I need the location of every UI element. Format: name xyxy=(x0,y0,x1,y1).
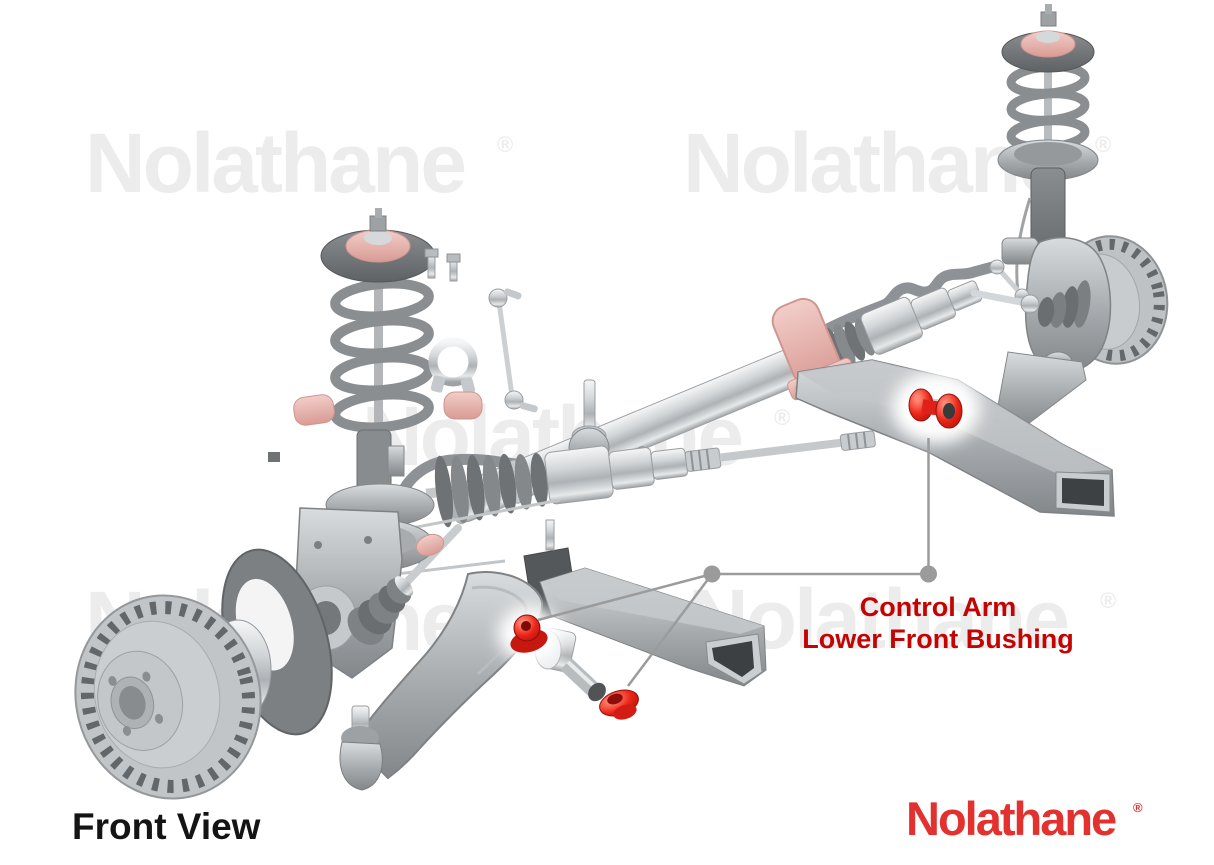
watermark-text: Nolathane xyxy=(85,116,464,210)
sway-bar-mount-hardware xyxy=(293,337,483,557)
registered-mark-icon: ® xyxy=(774,405,790,430)
view-caption: Front View xyxy=(72,806,261,847)
brand-registered-mark-icon: ® xyxy=(1133,800,1143,815)
control-arm-lower-front-bushing-left-inner-half xyxy=(599,689,639,720)
steering-rack-inner-assembly xyxy=(425,430,876,528)
brake-rotor-left xyxy=(74,594,262,800)
watermark-top-left: Nolathane ® xyxy=(85,116,513,210)
steering-knuckle-right xyxy=(1001,236,1112,373)
callout-leader-lines xyxy=(537,438,937,687)
leader-dot xyxy=(920,565,937,583)
strut-and-coil-spring-right xyxy=(997,4,1099,293)
control-arm-lower-front-bushing-right xyxy=(908,388,963,429)
sway-bar-link xyxy=(488,288,538,413)
rotor-vent-slots xyxy=(80,601,256,793)
brand-logo: Nolathane ® xyxy=(906,792,1143,845)
bushing-crush-tube xyxy=(560,658,606,702)
sway-bar-d-bushing xyxy=(443,391,483,420)
leader-dot xyxy=(703,565,721,583)
registered-mark-icon: ® xyxy=(497,132,513,157)
cv-axle-boot xyxy=(1073,280,1091,328)
small-pink-bushing xyxy=(415,533,445,557)
registered-mark-icon: ® xyxy=(1100,588,1116,613)
ball-joint xyxy=(339,741,383,791)
control-arm-lower-front-bushing-left-outer-half xyxy=(510,614,548,653)
highlighted-bushings xyxy=(498,372,980,730)
registered-mark-icon: ® xyxy=(1095,132,1111,157)
sway-bar-d-bushing xyxy=(293,394,335,426)
small-hardware-bolts xyxy=(268,248,461,462)
part-callout-label: Control Arm Lower Front Bushing xyxy=(802,592,1073,654)
tie-rod-end-right xyxy=(1020,294,1040,314)
steering-rack-boot-left xyxy=(434,455,454,528)
lower-control-arm-left xyxy=(339,519,767,791)
callout-line-2: Lower Front Bushing xyxy=(802,624,1073,654)
callout-line-1: Control Arm xyxy=(860,592,1017,622)
brand-logo-text: Nolathane xyxy=(906,792,1116,845)
sway-bar-mount-clamp xyxy=(428,337,478,387)
tie-rod-right xyxy=(970,289,1030,307)
